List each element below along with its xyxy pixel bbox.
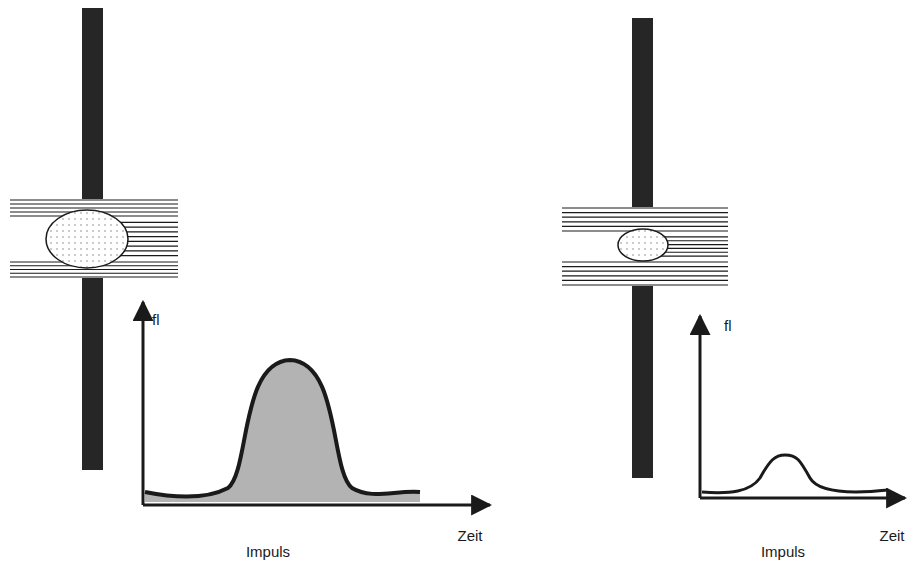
channel-ground [562, 207, 728, 286]
stream-line [562, 221, 728, 222]
x-axis [143, 504, 490, 507]
stream-line [10, 273, 178, 274]
axis-label: Impuls [246, 544, 290, 561]
stream-line [10, 276, 178, 277]
stream-line [660, 248, 728, 249]
stream-line [660, 240, 728, 241]
stream-line [562, 271, 728, 272]
axis-label: Zeit [879, 528, 904, 545]
stream-line [115, 255, 178, 256]
stream-line [10, 207, 178, 208]
stream-line [115, 222, 178, 223]
axis-label: fl [152, 312, 160, 329]
stream-line [562, 207, 728, 208]
flow-channel [10, 199, 178, 278]
stream-line [562, 266, 728, 267]
stream-line [562, 217, 728, 218]
pulse-curve [145, 360, 420, 497]
stream-line [562, 280, 728, 281]
pulse-curve [702, 455, 888, 493]
y-axis [699, 316, 702, 498]
pulse-area [145, 360, 420, 502]
channel-ground [10, 199, 178, 278]
stream-line [562, 212, 728, 213]
stream-line [660, 255, 728, 256]
flow-channel [562, 207, 728, 286]
y-axis [142, 302, 145, 505]
stream-line [660, 244, 728, 245]
stream-line [562, 226, 728, 227]
cell [618, 229, 668, 261]
stream-line [562, 275, 728, 276]
stream-line [10, 269, 178, 270]
stream-line [562, 284, 728, 285]
axis-label: fl [724, 318, 732, 335]
axis-label: Zeit [457, 528, 482, 545]
stream-line [10, 203, 178, 204]
stream-line [660, 236, 728, 237]
axis-label: Impuls [761, 544, 805, 561]
x-axis [700, 497, 905, 500]
stream-line [660, 252, 728, 253]
cell [46, 210, 128, 268]
stream-line [10, 199, 178, 200]
